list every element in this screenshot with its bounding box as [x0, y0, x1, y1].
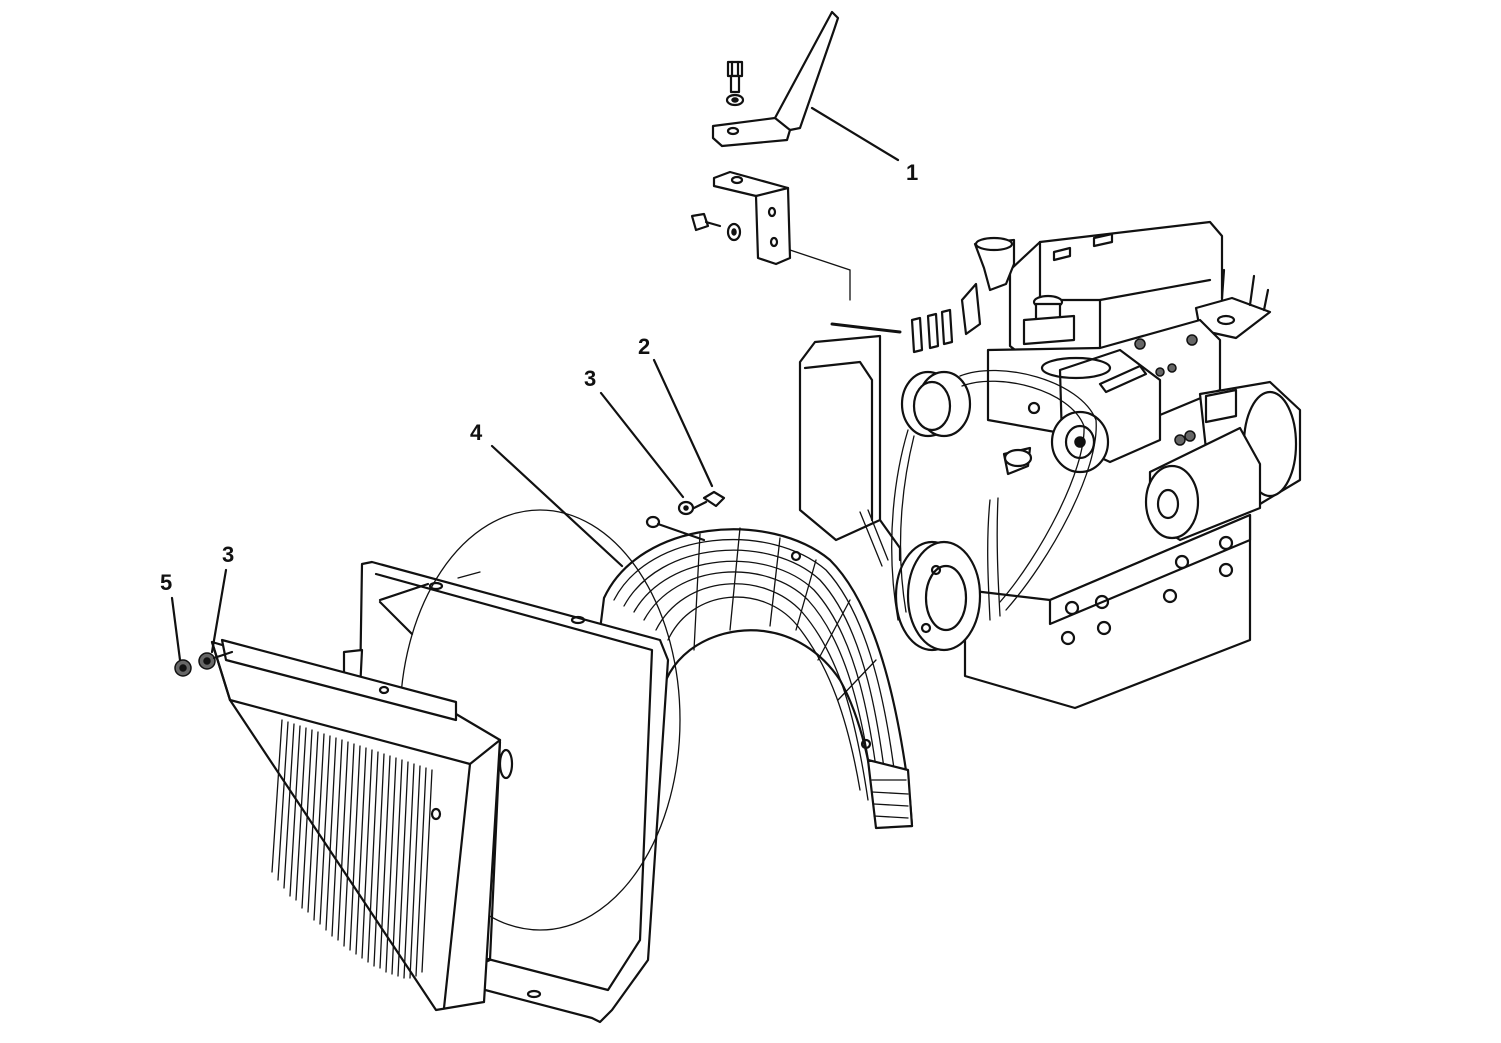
callout-label-5: 5 — [160, 570, 172, 595]
callout-label-2: 2 — [638, 334, 650, 359]
nut-item-5 — [174, 659, 192, 677]
washer-upper-shroud — [645, 515, 706, 542]
screw-item-2 — [688, 490, 726, 512]
callout-label-4: 4 — [470, 420, 483, 445]
radiator-fins — [271, 719, 433, 979]
radiator — [210, 638, 514, 1012]
leader-lines — [170, 106, 900, 662]
upper-bracket-screw — [725, 60, 745, 107]
fan-guard — [553, 527, 914, 830]
callout-label-3-lower: 3 — [222, 542, 234, 567]
engine — [798, 220, 1302, 710]
upper-bracket — [711, 10, 840, 148]
callout-label-1: 1 — [906, 160, 918, 185]
lower-bracket-screw — [690, 212, 742, 242]
callout-label-3-upper: 3 — [584, 366, 596, 391]
lower-bracket — [712, 170, 851, 301]
washer-item-3-upper — [677, 500, 695, 516]
washer-item-3-lower — [198, 650, 234, 670]
